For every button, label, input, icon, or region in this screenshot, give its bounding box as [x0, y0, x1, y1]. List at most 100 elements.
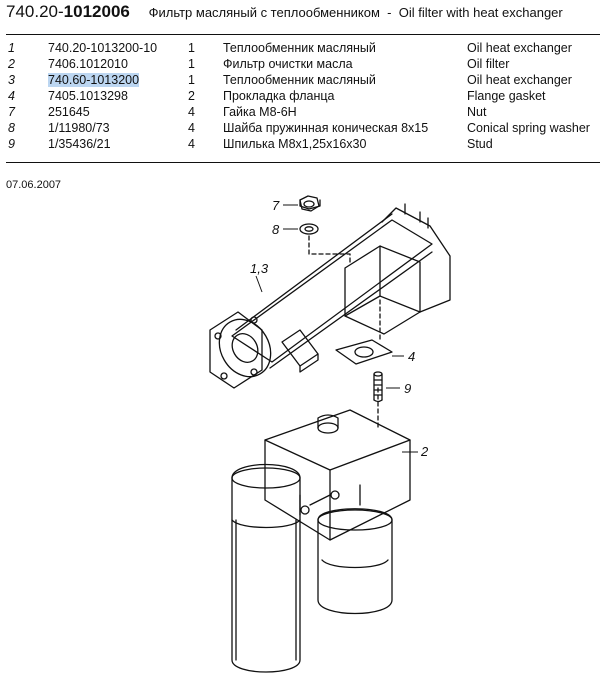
name-ru-cell: Шпилька М8х1,25х16х30 [223, 136, 467, 152]
name-en-cell: Oil filter [467, 56, 597, 72]
nut-part [299, 195, 321, 212]
table-bottom-rule [6, 162, 600, 163]
name-ru: Фильтр очистки масла [223, 57, 353, 71]
position-number: 4 [8, 89, 15, 103]
quantity-cell: 1 [188, 56, 223, 72]
position-number-cell: 8 [6, 120, 48, 136]
quantity: 1 [188, 73, 195, 87]
part-number: 1/35436/21 [48, 137, 111, 151]
name-en-cell: Conical spring washer [467, 120, 597, 136]
flange-gasket-part [335, 339, 393, 365]
title-separator: - [387, 5, 392, 20]
stud-part [373, 371, 383, 403]
part-number: 7406.1012010 [48, 57, 128, 71]
name-ru-cell: Теплообменник масляный [223, 72, 467, 88]
name-en: Nut [467, 105, 487, 119]
name-ru-cell: Теплообменник масляный [223, 40, 467, 56]
position-number: 1 [8, 41, 15, 55]
quantity: 1 [188, 57, 195, 71]
quantity-cell: 1 [188, 40, 223, 56]
table-top-rule [6, 34, 600, 35]
table-row: 8 1/11980/73 4 Шайба пружинная коническая 8… [6, 120, 597, 136]
name-ru-cell: Прокладка фланца [223, 88, 467, 104]
catalog-number: 1012006 [63, 2, 130, 21]
part-number: 1/11980/73 [48, 121, 110, 135]
oil-filter-part [231, 409, 411, 673]
table-row: 3 740.60-1013200 1 Теплообменник масляный Oi… [6, 72, 597, 88]
assembly-title: Фильтр масляный с теплообменником - Oil … [149, 5, 563, 20]
name-ru: Шпилька М8х1,25х16х30 [223, 137, 367, 151]
name-ru-cell: Гайка М8-6Н [223, 104, 467, 120]
table-row: 1 740.20-1013200-10 1 Теплообменник масляны… [6, 40, 597, 56]
part-number: 7405.1013298 [48, 89, 128, 103]
callout-9: 9 [404, 381, 411, 396]
part-number-cell: 1/11980/73 [48, 120, 188, 136]
callout-8: 8 [272, 222, 280, 237]
callout-4: 4 [408, 349, 415, 364]
position-number-cell: 2 [6, 56, 48, 72]
name-ru-cell: Шайба пружинная коническая 8х15 [223, 120, 467, 136]
catalog-prefix: 740.20- [6, 2, 64, 21]
name-ru: Шайба пружинная коническая 8х15 [223, 121, 429, 135]
quantity-cell: 4 [188, 104, 223, 120]
table-row: 2 7406.1012010 1 Фильтр очистки масла Oil fi… [6, 56, 597, 72]
name-ru: Теплообменник масляный [223, 73, 376, 87]
name-en-cell: Oil heat exchanger [467, 72, 597, 88]
part-number-cell: 251645 [48, 104, 188, 120]
page-header: 740.20-1012006 Фильтр масляный с теплооб… [6, 2, 563, 22]
part-number-cell: 1/35436/21 [48, 136, 188, 152]
position-number-cell: 7 [6, 104, 48, 120]
washer-part [299, 223, 319, 235]
name-en-cell: Nut [467, 104, 597, 120]
quantity: 4 [188, 105, 195, 119]
name-en: Oil filter [467, 57, 510, 71]
quantity-cell: 1 [188, 72, 223, 88]
callout-2: 2 [420, 444, 429, 459]
position-number-cell: 1 [6, 40, 48, 56]
part-number-cell: 7405.1013298 [48, 88, 188, 104]
name-ru: Теплообменник масляный [223, 41, 376, 55]
quantity: 4 [188, 121, 195, 135]
callout-7: 7 [272, 198, 280, 213]
quantity: 4 [188, 137, 195, 151]
name-ru: Прокладка фланца [223, 89, 335, 103]
name-ru-cell: Фильтр очистки масла [223, 56, 467, 72]
name-en: Flange gasket [467, 89, 546, 103]
quantity-cell: 4 [188, 136, 223, 152]
part-number: 251645 [48, 105, 90, 119]
part-number-cell: 740.20-1013200-10 [48, 40, 188, 56]
part-number-cell: 7406.1012010 [48, 56, 188, 72]
quantity: 1 [188, 41, 195, 55]
position-number: 3 [8, 73, 15, 87]
position-number: 2 [8, 57, 15, 71]
part-number: 740.20-1013200-10 [48, 41, 158, 55]
table-row: 7 251645 4 Гайка М8-6Н Nut [6, 104, 597, 120]
position-number: 9 [8, 137, 15, 151]
title-ru: Фильтр масляный с теплообменником [148, 5, 380, 20]
name-ru: Гайка М8-6Н [223, 105, 297, 119]
name-en: Oil heat exchanger [467, 41, 572, 55]
name-en: Stud [467, 137, 493, 151]
quantity-cell: 4 [188, 120, 223, 136]
callout-1-3: 1,3 [250, 261, 269, 276]
quantity-cell: 2 [188, 88, 223, 104]
name-en-cell: Oil heat exchanger [467, 40, 597, 56]
position-number-cell: 4 [6, 88, 48, 104]
name-en-cell: Stud [467, 136, 597, 152]
title-en: Oil filter with heat exchanger [398, 5, 563, 20]
position-number-cell: 9 [6, 136, 48, 152]
table-row: 9 1/35436/21 4 Шпилька М8х1,25х16х30 Stud [6, 136, 597, 152]
position-number: 7 [8, 105, 15, 119]
heat-exchanger-part [209, 203, 451, 389]
name-en: Conical spring washer [467, 121, 590, 135]
position-number: 8 [8, 121, 15, 135]
name-en: Oil heat exchanger [467, 73, 572, 87]
position-number-cell: 3 [6, 72, 48, 88]
part-number-cell: 740.60-1013200 [48, 72, 188, 88]
part-number: 740.60-1013200 [48, 73, 140, 87]
revision-date: 07.06.2007 [6, 179, 62, 191]
